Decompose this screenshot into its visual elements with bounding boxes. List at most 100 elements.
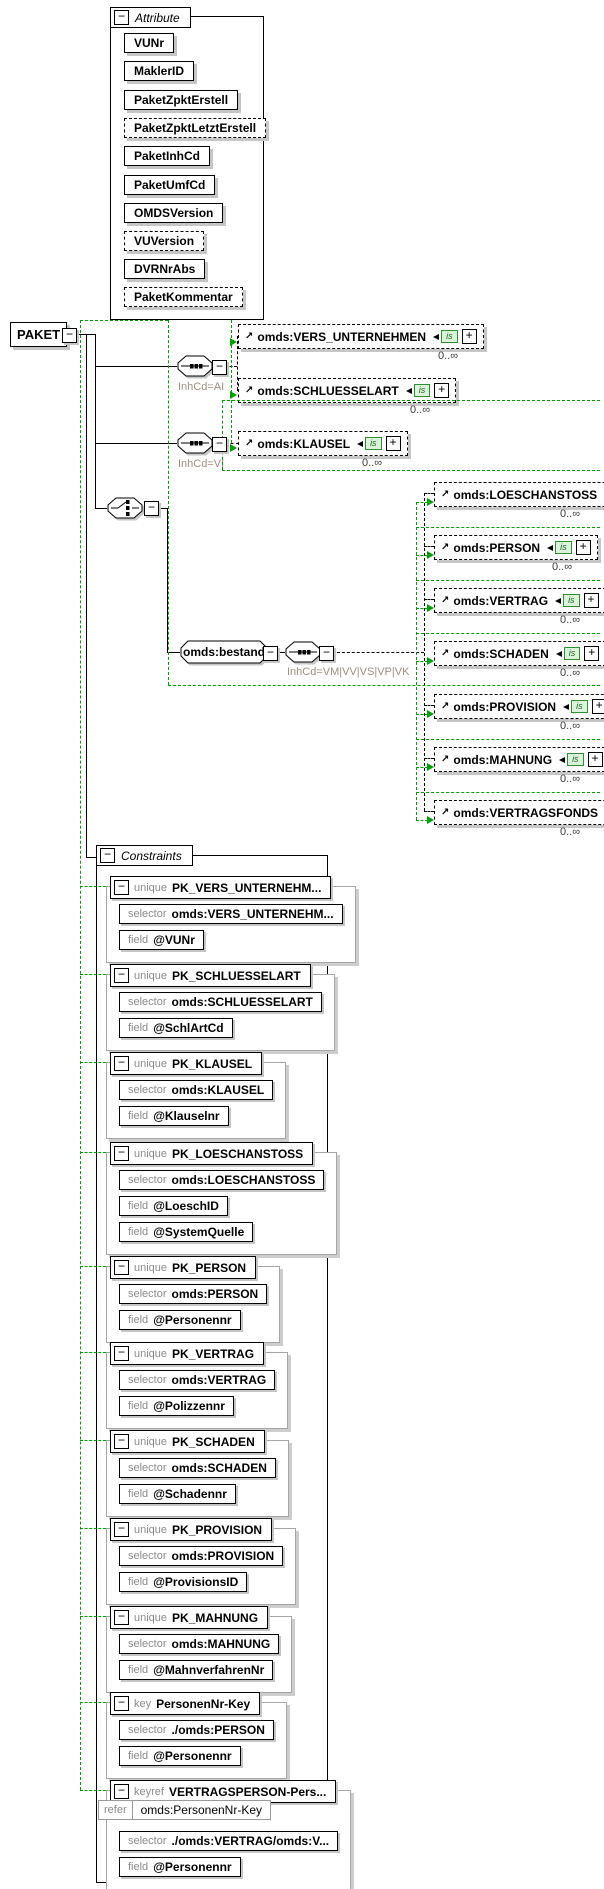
sequence-connector-vi[interactable] [177, 432, 213, 454]
selector-row-box[interactable]: selector./omds:PERSON [119, 1720, 274, 1740]
field-row: field@Polizzennr [119, 1396, 275, 1416]
constraint-collapse-icon[interactable]: − [114, 1146, 129, 1161]
constraints-collapse-icon[interactable]: − [100, 848, 115, 863]
attribute-item-dvrnrabs[interactable]: DVRNrAbs [124, 259, 206, 279]
sequence-ai-collapse-icon[interactable]: − [212, 360, 227, 375]
constraint-collapse-icon[interactable]: − [114, 968, 129, 983]
attribute-item-paketzpkterstell[interactable]: PaketZpktErstell [124, 90, 239, 110]
attribute-item-label: PaketZpktLetztErstell [134, 121, 257, 135]
attribute-collapse-icon[interactable]: − [114, 10, 129, 25]
sequence-vi-collapse-icon[interactable]: − [212, 437, 227, 452]
attribute-item-vunr[interactable]: VUNr [124, 33, 175, 53]
identity-constraint-badge-icon: is [365, 437, 382, 450]
constraint-collapse-icon[interactable]: − [114, 1346, 129, 1361]
element-expand-icon[interactable]: + [434, 383, 450, 398]
constraint-row-kind-label: selector [128, 1288, 167, 1300]
constraint-collapse-icon[interactable]: − [114, 1696, 129, 1711]
attribute-item-omdsversion[interactable]: OMDSVersion [124, 203, 224, 223]
attribute-item-paketumfcd[interactable]: PaketUmfCd [124, 175, 216, 195]
field-row-box[interactable]: field@Personennr [119, 1857, 241, 1877]
attribute-item-paketinhcd[interactable]: PaketInhCd [124, 146, 211, 166]
field-row-box[interactable]: field@Personennr [119, 1746, 241, 1766]
constraint-collapse-icon[interactable]: − [114, 1522, 129, 1537]
left-arrow-icon [559, 756, 566, 763]
field-row-box[interactable]: field@SchlArtCd [119, 1018, 233, 1038]
element-expand-icon[interactable]: + [385, 436, 401, 451]
sequence-bestand-collapse-icon[interactable]: − [319, 646, 334, 661]
sequence-connector-bestand[interactable] [285, 641, 321, 663]
element-expand-icon[interactable]: + [461, 329, 477, 344]
paket-collapse-icon[interactable]: − [62, 328, 77, 343]
field-row-box[interactable]: field@Personennr [119, 1310, 241, 1330]
element-loeschanstoss[interactable]: ↗omds:LOESCHANSTOSSis+ [434, 482, 604, 507]
constraint-collapse-icon[interactable]: − [114, 1784, 129, 1799]
sequence-connector-ai[interactable] [177, 355, 213, 377]
field-row-box[interactable]: field@Klauselnr [119, 1106, 229, 1126]
field-row-box[interactable]: field@ProvisionsID [119, 1572, 248, 1592]
bestand-collapse-icon[interactable]: − [263, 646, 278, 661]
element-expand-icon[interactable]: + [584, 646, 600, 661]
occurrence-label: 0..∞ [362, 457, 383, 469]
element-reference-arrow-icon: ↗ [441, 806, 450, 818]
element-expand-icon[interactable]: + [591, 699, 604, 714]
constraint-collapse-icon[interactable]: − [114, 880, 129, 895]
attribute-item-maklerid[interactable]: MaklerID [124, 61, 195, 81]
field-row-box[interactable]: field@MahnverfahrenNr [119, 1660, 274, 1680]
constraint-collapse-icon[interactable]: − [114, 1260, 129, 1275]
constraint-collapse-icon[interactable]: − [114, 1434, 129, 1449]
field-row-box[interactable]: field@SystemQuelle [119, 1222, 254, 1242]
constraint-collapse-icon[interactable]: − [114, 1610, 129, 1625]
field-row-box[interactable]: field@LoeschID [119, 1196, 228, 1216]
choice-collapse-icon[interactable]: − [144, 501, 159, 516]
constraint-row-kind-label: field [128, 1110, 149, 1122]
paket-element[interactable]: PAKET [10, 322, 68, 347]
constraint-collapse-icon[interactable]: − [114, 1056, 129, 1071]
field-row-box[interactable]: field@VUNr [119, 930, 204, 950]
constraint-reference-line [416, 739, 600, 740]
selector-row-box[interactable]: selector./omds:VERTRAG/omds:V... [119, 1831, 339, 1851]
field-row-box[interactable]: field@Polizzennr [119, 1396, 234, 1416]
attribute-item-paketkommentar[interactable]: PaketKommentar [124, 287, 243, 307]
constraint-row-kind-label: field [128, 1488, 149, 1500]
field-row: field@SchlArtCd [119, 1018, 322, 1038]
element-expand-icon[interactable]: + [587, 752, 603, 767]
element-vertragsfonds[interactable]: ↗omds:VERTRAGSFONDSis+ [434, 800, 604, 825]
bestand-element[interactable]: omds:bestand [180, 640, 268, 664]
field-row-box[interactable]: field@Schadennr [119, 1484, 236, 1504]
element-expand-icon[interactable]: + [583, 593, 599, 608]
optional-particle-line [332, 652, 424, 653]
element-expand-icon[interactable]: + [575, 540, 591, 555]
attribute-item-paketzpktletzterstell[interactable]: PaketZpktLetztErstell [124, 118, 267, 138]
attribute-item-vuversion[interactable]: VUVersion [124, 231, 205, 251]
choice-connector[interactable] [107, 497, 143, 519]
